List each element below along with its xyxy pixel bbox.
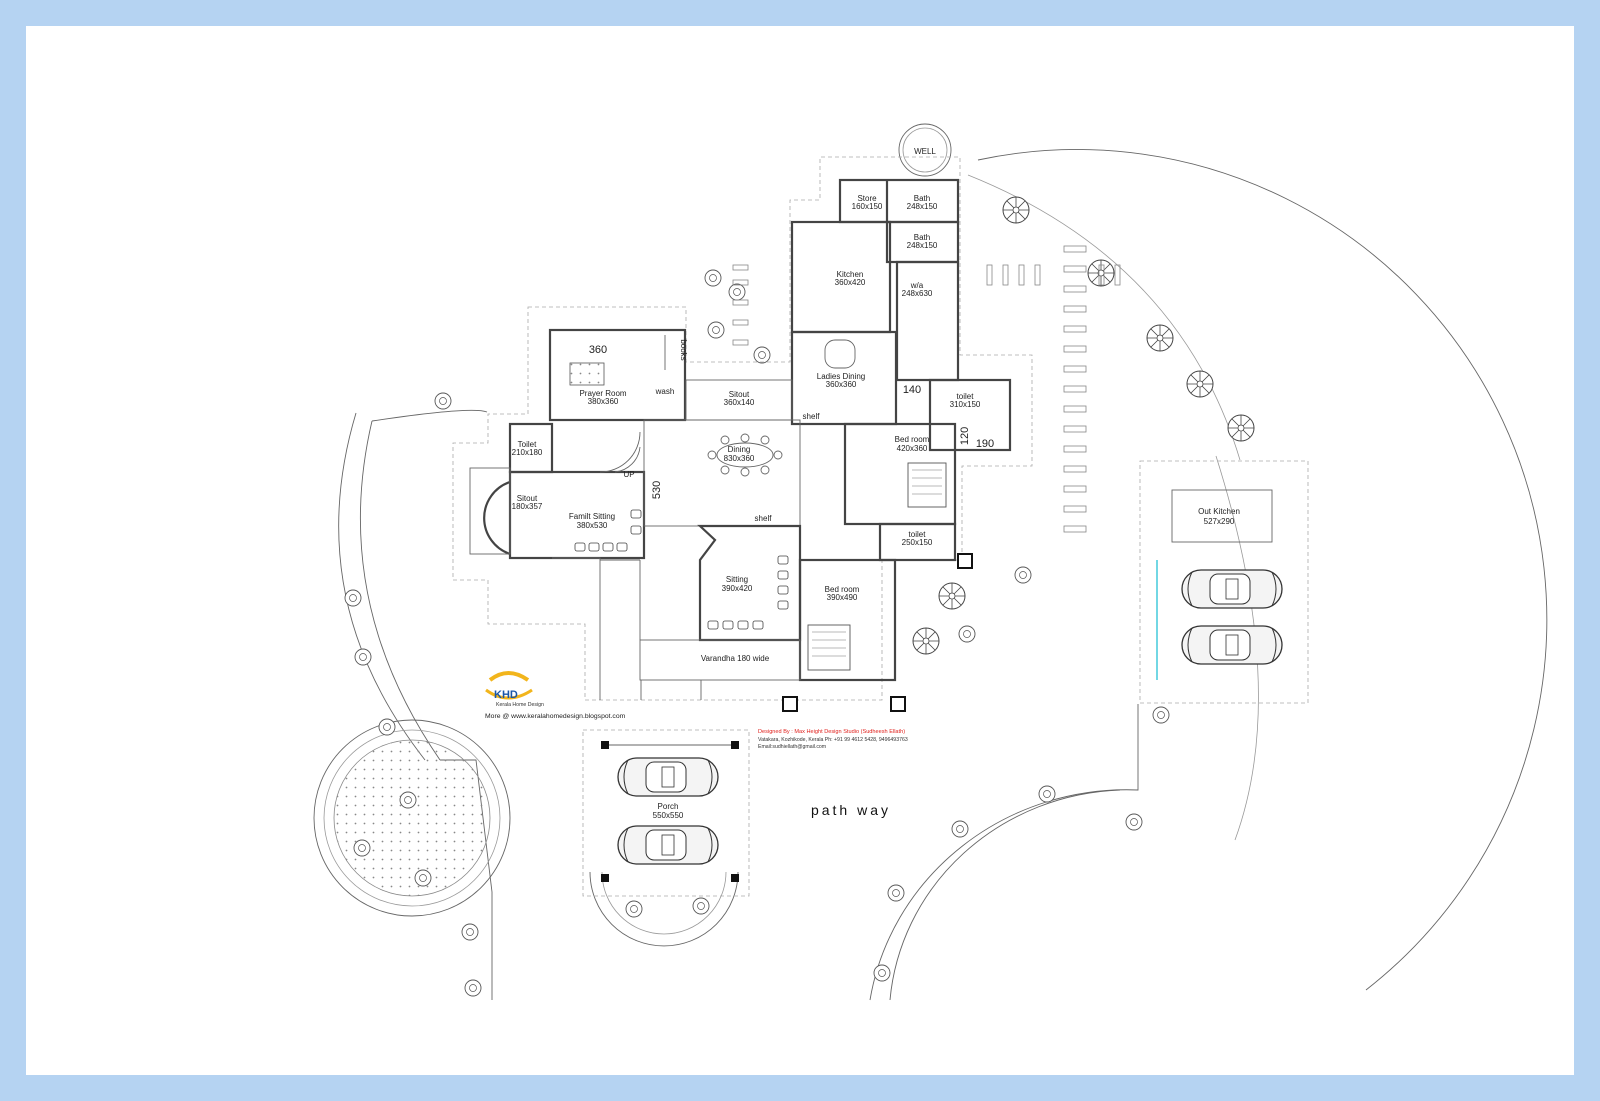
sitout-label: Sitout <box>517 494 538 503</box>
family-sitting-size: 380x530 <box>577 521 608 530</box>
dining-size: 830x360 <box>724 454 755 463</box>
ladies-dining-label: Ladies Dining <box>817 372 865 381</box>
kitchen-size: 360x420 <box>835 278 866 287</box>
designer-credits: Designed By : Max Height Design Studio (… <box>758 729 908 750</box>
bath-label: Bath <box>914 194 930 203</box>
shrub-icon <box>434 392 452 410</box>
shrub-icon <box>951 820 969 838</box>
dining-label: Dining <box>728 445 751 454</box>
tree-icon <box>1146 324 1174 352</box>
bedroom-size: 420x360 <box>897 444 928 453</box>
prayer-room-label: Prayer Room <box>579 389 626 398</box>
porch-label: Porch <box>658 802 679 811</box>
store-label: Store <box>857 194 877 203</box>
toilet-label: toilet <box>957 392 975 401</box>
shrub-icon <box>625 900 643 918</box>
bath-size: 248x150 <box>907 202 938 211</box>
shrub-icon <box>753 346 771 364</box>
path-way-label: path way <box>811 802 891 818</box>
varandha-label: Varandha 180 wide <box>701 654 770 663</box>
toilet-size: 310x150 <box>950 400 981 409</box>
khd-logo: KHD Kerala Home Design More @ www.kerala… <box>485 671 626 720</box>
porch-size: 550x550 <box>653 811 684 820</box>
bath-label: Bath <box>914 233 930 242</box>
family-sitting-label: Familt Sitting <box>569 512 615 521</box>
shrub-icon <box>354 648 372 666</box>
stair-up-label: UP <box>623 470 634 479</box>
tree-icon <box>1186 370 1214 398</box>
tree-icon <box>912 627 940 655</box>
building-walls <box>452 156 1309 897</box>
books-label: books <box>679 339 688 360</box>
shrub-icon <box>1152 706 1170 724</box>
dimension-140: 140 <box>903 384 921 396</box>
dimension-530: 530 <box>651 481 663 499</box>
logo-tagline: Kerala Home Design <box>496 702 544 708</box>
logo-mark: KHD <box>494 689 518 701</box>
more-link: More @ www.keralahomedesign.blogspot.com <box>485 713 626 720</box>
shrub-icon <box>873 964 891 982</box>
shrub-icon <box>353 839 371 857</box>
wa-size: 248x630 <box>902 289 933 298</box>
shrub-icon <box>344 589 362 607</box>
shrub-icon <box>464 979 482 997</box>
bedroom-label: Bed room <box>825 585 860 594</box>
shrub-icon <box>399 791 417 809</box>
shrub-icon <box>704 269 722 287</box>
toilet-size: 250x150 <box>902 538 933 547</box>
furniture <box>569 339 1283 865</box>
bath-size: 248x150 <box>907 241 938 250</box>
sitout-size: 360x140 <box>724 398 755 407</box>
bedroom-label: Bed room <box>895 435 930 444</box>
svg-text:WELL: WELL <box>914 147 936 156</box>
tree-icon <box>938 582 966 610</box>
dimension-360: 360 <box>589 344 607 356</box>
shrub-icon <box>378 718 396 736</box>
tree-icon <box>1227 414 1255 442</box>
designer-email: Email:sudhiellath@gmail.com <box>758 744 826 750</box>
wa-label: w/a <box>910 281 924 290</box>
ladies-dining-size: 360x360 <box>826 380 857 389</box>
stepping-stones <box>732 245 1121 533</box>
dimension-labels: 360 530 140 120 190 <box>589 344 994 499</box>
dimension-190: 190 <box>976 438 994 450</box>
well: WELL <box>898 123 952 177</box>
shrub-icon <box>414 869 432 887</box>
shrub-icon <box>707 321 725 339</box>
shrub-icon <box>1014 566 1032 584</box>
shrub-icon <box>1038 785 1056 803</box>
sitout-size: 180x357 <box>512 502 543 511</box>
designed-by: Designed By : Max Height Design Studio (… <box>758 729 905 735</box>
kitchen-label: Kitchen <box>837 270 864 279</box>
dimension-120: 120 <box>959 427 971 445</box>
store-size: 160x150 <box>852 202 883 211</box>
wash-label: wash <box>655 387 675 396</box>
out-kitchen-label: Out Kitchen <box>1198 507 1240 516</box>
sitout-label: Sitout <box>729 390 750 399</box>
toilet-label: Toilet <box>518 440 537 449</box>
designer-address: Vatakara, Kozhikode, Kerala Ph: +91 99 4… <box>758 737 908 743</box>
shrub-icon <box>461 923 479 941</box>
toilet-size: 210x180 <box>512 448 543 457</box>
toilet-label: toilet <box>909 530 927 539</box>
room-labels: Store 160x150 Bath 248x150 Bath 248x150 … <box>512 194 1240 820</box>
shrub-icon <box>1125 813 1143 831</box>
shelf-label: shelf <box>755 514 773 523</box>
shrub-icon <box>692 897 710 915</box>
shrub-icon <box>887 884 905 902</box>
tree-icon <box>1002 196 1030 224</box>
sitting-size: 390x420 <box>722 584 753 593</box>
bedroom-size: 390x490 <box>827 593 858 602</box>
tree-icon <box>1087 259 1115 287</box>
shrub-icon <box>958 625 976 643</box>
out-kitchen-size: 527x290 <box>1204 517 1235 526</box>
prayer-room-size: 380x360 <box>588 397 619 406</box>
sitting-label: Sitting <box>726 575 748 584</box>
shrub-icon <box>728 283 746 301</box>
shelf-label: shelf <box>803 412 821 421</box>
site-outline <box>313 149 1548 1001</box>
